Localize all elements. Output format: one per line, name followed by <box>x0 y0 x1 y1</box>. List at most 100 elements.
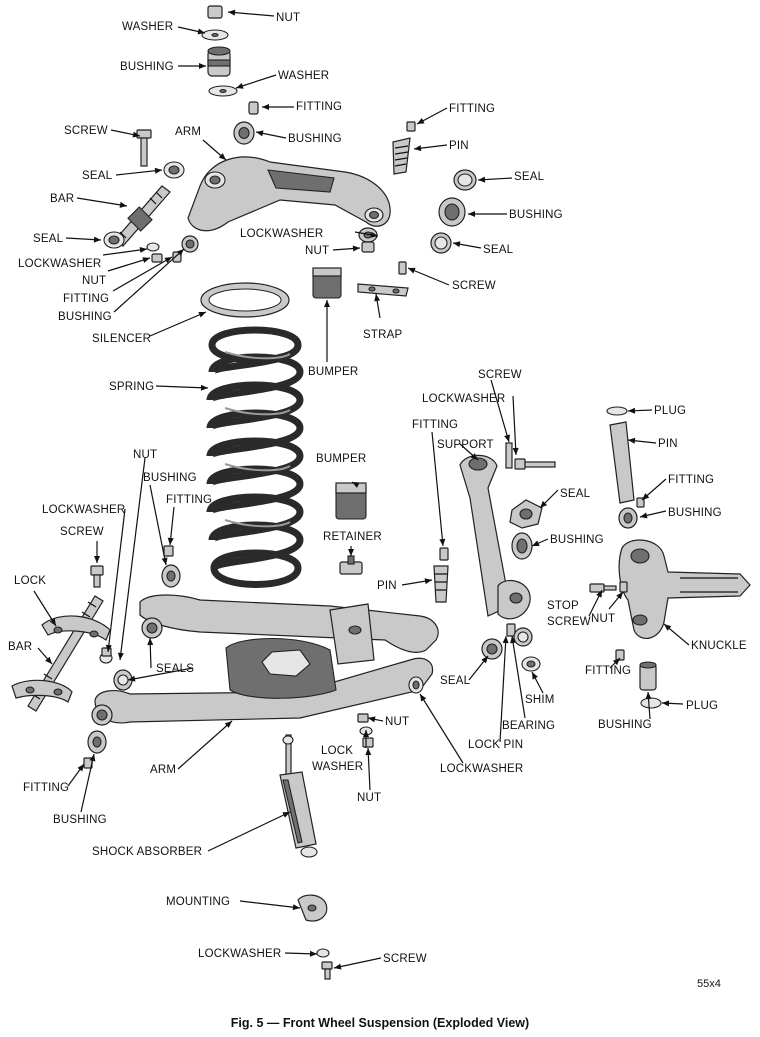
figure-code: 55x4 <box>697 978 721 990</box>
seal-right-2-part <box>430 232 452 254</box>
lower-arm-part <box>91 594 439 726</box>
seal-support-part <box>509 499 543 529</box>
bushing-lower-left-part <box>161 564 181 588</box>
arrowhead <box>504 434 510 442</box>
label-nut-top: NUT <box>276 12 300 24</box>
label-screw-upper: SCREW <box>64 125 108 137</box>
arrowhead <box>167 537 174 545</box>
arrowhead <box>408 267 416 274</box>
label-support: SUPPORT <box>437 439 494 451</box>
arrowhead <box>45 656 52 664</box>
arrowhead <box>352 482 360 488</box>
bushing-support-part <box>511 532 533 560</box>
arrowhead <box>424 578 432 585</box>
fitting-arm-part <box>248 101 259 115</box>
arrowhead <box>324 300 330 307</box>
support-part <box>459 454 531 660</box>
arrowhead <box>197 28 205 35</box>
arrowhead <box>414 145 422 152</box>
label-seal-support: SEAL <box>560 488 591 500</box>
arrowhead <box>645 692 652 700</box>
arrowhead <box>161 557 168 565</box>
arrowhead <box>236 82 244 89</box>
label-seal-right-2: SEAL <box>483 244 514 256</box>
arrowhead <box>363 730 369 737</box>
label-bushing-knuckle: BUSHING <box>668 507 722 519</box>
label-fitting-knuckle: FITTING <box>668 474 714 486</box>
arrowhead <box>200 384 208 391</box>
screw-support-part <box>514 458 556 470</box>
seal-right-1-part <box>453 169 477 191</box>
label-plug-bottom: PLUG <box>686 700 718 712</box>
arrowhead <box>199 63 206 69</box>
label-retainer: RETAINER <box>323 531 382 543</box>
arrowhead <box>628 437 636 444</box>
label-lock-washer-1: LOCK <box>321 745 353 757</box>
label-fitting-pin: FITTING <box>449 103 495 115</box>
label-fitting-support: FITTING <box>412 419 458 431</box>
figure-caption: Fig. 5 — Front Wheel Suspension (Explode… <box>231 1016 529 1030</box>
label-fitting-lower-left: FITTING <box>166 494 212 506</box>
arrowhead <box>142 257 150 263</box>
arrowhead <box>128 675 136 682</box>
lock-bar-lower-part <box>11 595 111 712</box>
fitting-ul-part <box>172 251 182 263</box>
bushing-knuckle-lower-part <box>639 661 657 691</box>
label-arm-lower: ARM <box>150 764 176 776</box>
arrowhead <box>224 721 232 728</box>
arrowhead <box>612 658 620 666</box>
label-strap: STRAP <box>363 329 402 341</box>
label-seal-lower-right: SEAL <box>440 675 471 687</box>
label-fitting-bottom-left: FITTING <box>23 782 69 794</box>
arrowhead <box>596 590 602 598</box>
label-seal-upper-left: SEAL <box>82 170 113 182</box>
arrowhead <box>468 211 475 217</box>
arrowhead <box>420 694 427 702</box>
bar-upper-part <box>114 185 171 247</box>
arrowhead <box>453 241 461 248</box>
arrowhead <box>532 672 538 680</box>
label-lock-washer-2: WASHER <box>312 761 363 773</box>
upper-arm-part <box>187 156 391 232</box>
label-screw-bottom: SCREW <box>383 953 427 965</box>
arrowhead <box>94 556 100 563</box>
arrowhead <box>540 500 548 508</box>
label-mounting: MOUNTING <box>166 896 230 908</box>
label-nut-center: NUT <box>305 245 329 257</box>
label-screw-strap: SCREW <box>452 280 496 292</box>
arrowhead <box>640 512 648 519</box>
arrowhead <box>662 700 670 707</box>
label-stop-screw-1: STOP <box>547 600 579 612</box>
arrowhead <box>49 618 56 626</box>
label-nut-knuckle: NUT <box>591 613 615 625</box>
arrowhead <box>154 167 162 174</box>
label-lockwasher-bottom: LOCKWASHER <box>198 948 281 960</box>
label-pin-upper: PIN <box>449 140 469 152</box>
plug-bottom-part <box>640 697 662 709</box>
label-arm-upper: ARM <box>175 126 201 138</box>
arrowhead <box>664 624 672 631</box>
label-screw-support: SCREW <box>478 369 522 381</box>
screw-strap-part <box>398 261 407 275</box>
retainer-part <box>339 555 363 575</box>
label-stop-screw-2: SCREW <box>547 616 591 628</box>
plug-top-part <box>606 406 628 416</box>
arrowhead <box>370 231 378 238</box>
screw-lower-left-part <box>90 565 104 588</box>
label-seal-upper-left2: SEAL <box>33 233 64 245</box>
arrowhead <box>352 245 360 252</box>
label-spring: SPRING <box>109 381 154 393</box>
knuckle-part <box>618 539 751 639</box>
label-lockwasher-center: LOCKWASHER <box>240 228 323 240</box>
label-bumper-upper: BUMPER <box>308 366 358 378</box>
bumper-upper-part <box>312 267 342 299</box>
label-nut-upper-left: NUT <box>82 275 106 287</box>
arrowhead <box>147 638 154 646</box>
label-bar-lower: BAR <box>8 641 32 653</box>
label-lockwasher-lower-center: LOCKWASHER <box>440 763 523 775</box>
nut-ul-part <box>151 253 163 263</box>
arrowhead <box>628 407 636 414</box>
arrowhead <box>164 257 172 264</box>
seal-lower-right-part <box>513 627 533 647</box>
label-shock-absorber: SHOCK ABSORBER <box>92 846 202 858</box>
